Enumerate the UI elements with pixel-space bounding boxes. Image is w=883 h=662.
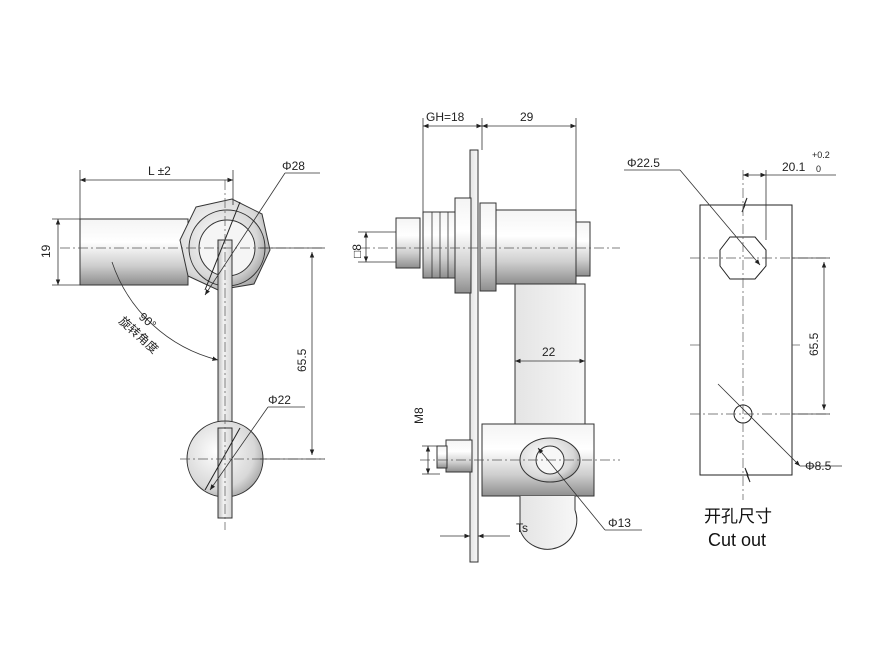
label-cutout-65-5: 65.5 [807,332,821,356]
lock-cylinder [495,209,577,285]
lock-body [79,218,189,286]
label-dia-13: Φ13 [608,516,631,530]
hex-nut-side [395,217,421,269]
label-dia-22-5: Φ22.5 [627,156,660,170]
label-gh: GH=18 [426,110,465,124]
cam-plate [514,283,586,425]
label-m8: M8 [412,407,426,424]
label-ts: Ts [516,521,528,535]
mounting-panel [469,149,479,563]
label-square-8: □8 [350,244,364,258]
label-29: 29 [520,110,534,124]
cutout-view: Φ22.5 20.1 +0.2 0 65.5 Φ8.5 开孔尺寸 Cut out [624,150,842,550]
side-view: GH=18 29 □8 22 M8 Ts Φ13 [350,110,642,563]
front-view: L ±2 19 Φ28 90° 旋转角度 65.5 Φ22 [39,159,325,530]
label-dia-22: Φ22 [268,393,291,407]
cutout-panel [699,197,793,483]
label-22: 22 [542,345,556,359]
label-dia-28: Φ28 [282,159,305,173]
label-dim-20-1: 20.1 [782,160,806,174]
label-dia-8-5: Φ8.5 [805,459,832,473]
label-height-19: 19 [39,244,53,258]
label-length: L ±2 [148,164,171,178]
caption-cutout-en: Cut out [708,530,766,550]
label-distance-65-5: 65.5 [295,348,309,372]
label-tolerance-zero: 0 [816,164,821,174]
label-tolerance-plus: +0.2 [812,150,830,160]
cutout-hex-hole [719,236,767,280]
caption-cutout-cn: 开孔尺寸 [704,507,772,527]
